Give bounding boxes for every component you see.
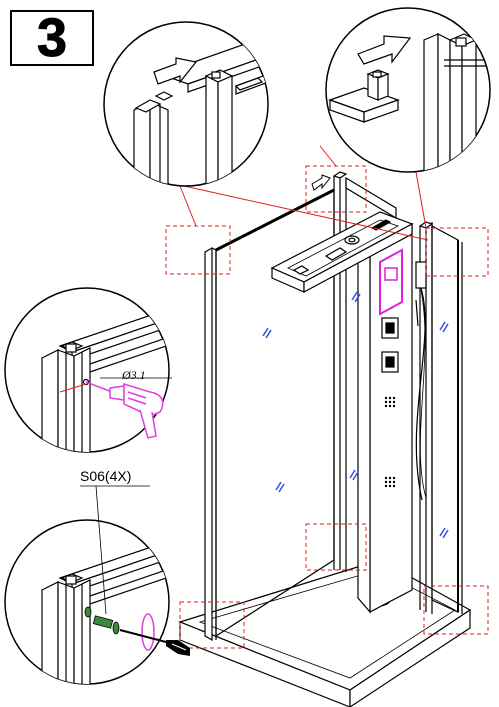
top-rear-bar: [345, 176, 397, 220]
detail-circle-top-left: [103, 21, 269, 187]
hand-shower: [415, 261, 427, 289]
glass-reflection-markers: [262, 291, 449, 539]
drill-dimension-label: Ø3.1: [122, 368, 146, 382]
control-display: [379, 248, 403, 316]
push-arrow-icon: [311, 174, 331, 191]
callout-leaders: [179, 145, 429, 241]
push-arrow-icon: [357, 35, 412, 65]
drill-icon: [59, 381, 164, 439]
shower-cabin: [178, 171, 472, 707]
callout-box-bottom-mid: [305, 523, 367, 571]
callout-box-bottom-left: [179, 601, 245, 649]
callout-boxes: [165, 165, 489, 649]
left-front-profile: [204, 246, 217, 642]
step-number-box: 3: [10, 10, 94, 66]
detail-circle-top-right: [325, 7, 491, 173]
shower-column: [356, 219, 427, 614]
callout-box-right-top: [425, 227, 489, 277]
body-jets-upper: [384, 396, 396, 408]
body-jets-lower: [384, 476, 396, 488]
screw-icon: [84, 606, 120, 635]
callout-box-left-top: [165, 225, 231, 275]
screwdriver-icon: [119, 613, 190, 656]
screw-part-label: S06(4X): [80, 468, 132, 484]
roof-frame: [270, 211, 414, 294]
push-arrow-icon: [153, 57, 198, 85]
step-number: 3: [36, 8, 68, 68]
detail-circle-screw: [4, 485, 190, 685]
callout-box-bottom-right: [423, 585, 489, 635]
detail-circle-drill: [4, 287, 172, 453]
right-glass-panel: [431, 224, 459, 613]
